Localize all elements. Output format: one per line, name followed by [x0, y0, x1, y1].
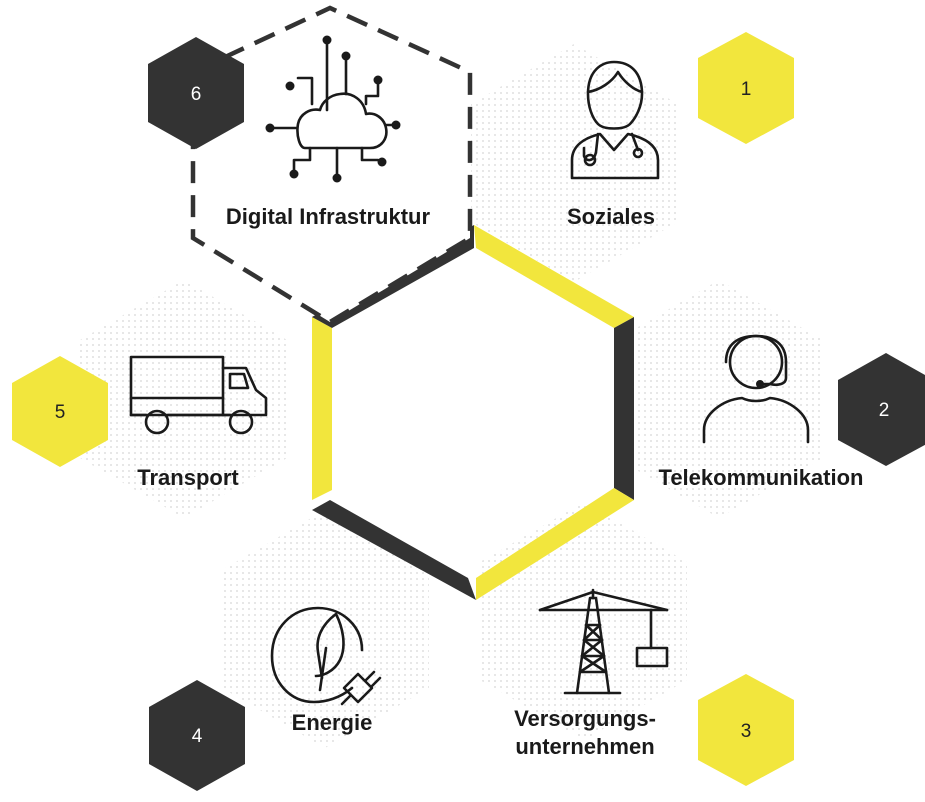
frame-segment-bottom-left: [312, 500, 476, 600]
sector-hex-soziales: [471, 44, 678, 282]
sector-hex-versorgung: [480, 502, 687, 740]
sector-label-versorgung-line1: Versorgungs-: [514, 706, 656, 731]
sector-label-telekommunikation: Telekommunikation: [659, 465, 864, 490]
green-energy-plug-icon: [270, 606, 382, 706]
sector-label-digital: Digital Infrastruktur: [226, 204, 431, 229]
badge-number: 5: [55, 402, 66, 423]
badge-2: 2: [838, 353, 925, 466]
frame-segment-right: [614, 317, 634, 500]
doctor-icon: [570, 60, 660, 180]
badge-6: 6: [148, 37, 244, 149]
truck-icon: [129, 355, 268, 435]
frame-segment-top-right: [474, 225, 634, 328]
badge-number: 3: [741, 721, 752, 742]
power-pylon-icon: [538, 588, 669, 695]
badge-number: 2: [879, 400, 890, 421]
cloud-network-icon: [265, 35, 401, 183]
badge-number: 4: [192, 726, 203, 747]
sector-label-soziales: Soziales: [567, 204, 655, 229]
headset-agent-icon: [702, 334, 810, 444]
frame-segment-left: [312, 317, 332, 500]
sector-label-energie: Energie: [292, 710, 373, 735]
sector-label-transport: Transport: [137, 465, 239, 490]
badge-number: 1: [741, 79, 752, 100]
badge-1: 1: [698, 32, 794, 144]
badge-5: 5: [12, 356, 108, 467]
badge-number: 6: [191, 84, 202, 105]
badge-3: 3: [698, 674, 794, 786]
sector-hex-digital-highlight: [190, 5, 473, 325]
badge-4: 4: [149, 680, 245, 791]
sector-label-versorgung-line2: unternehmen: [515, 734, 654, 759]
sector-hex-energie: [222, 510, 429, 748]
frame-segment-bottom-right: [476, 488, 634, 600]
